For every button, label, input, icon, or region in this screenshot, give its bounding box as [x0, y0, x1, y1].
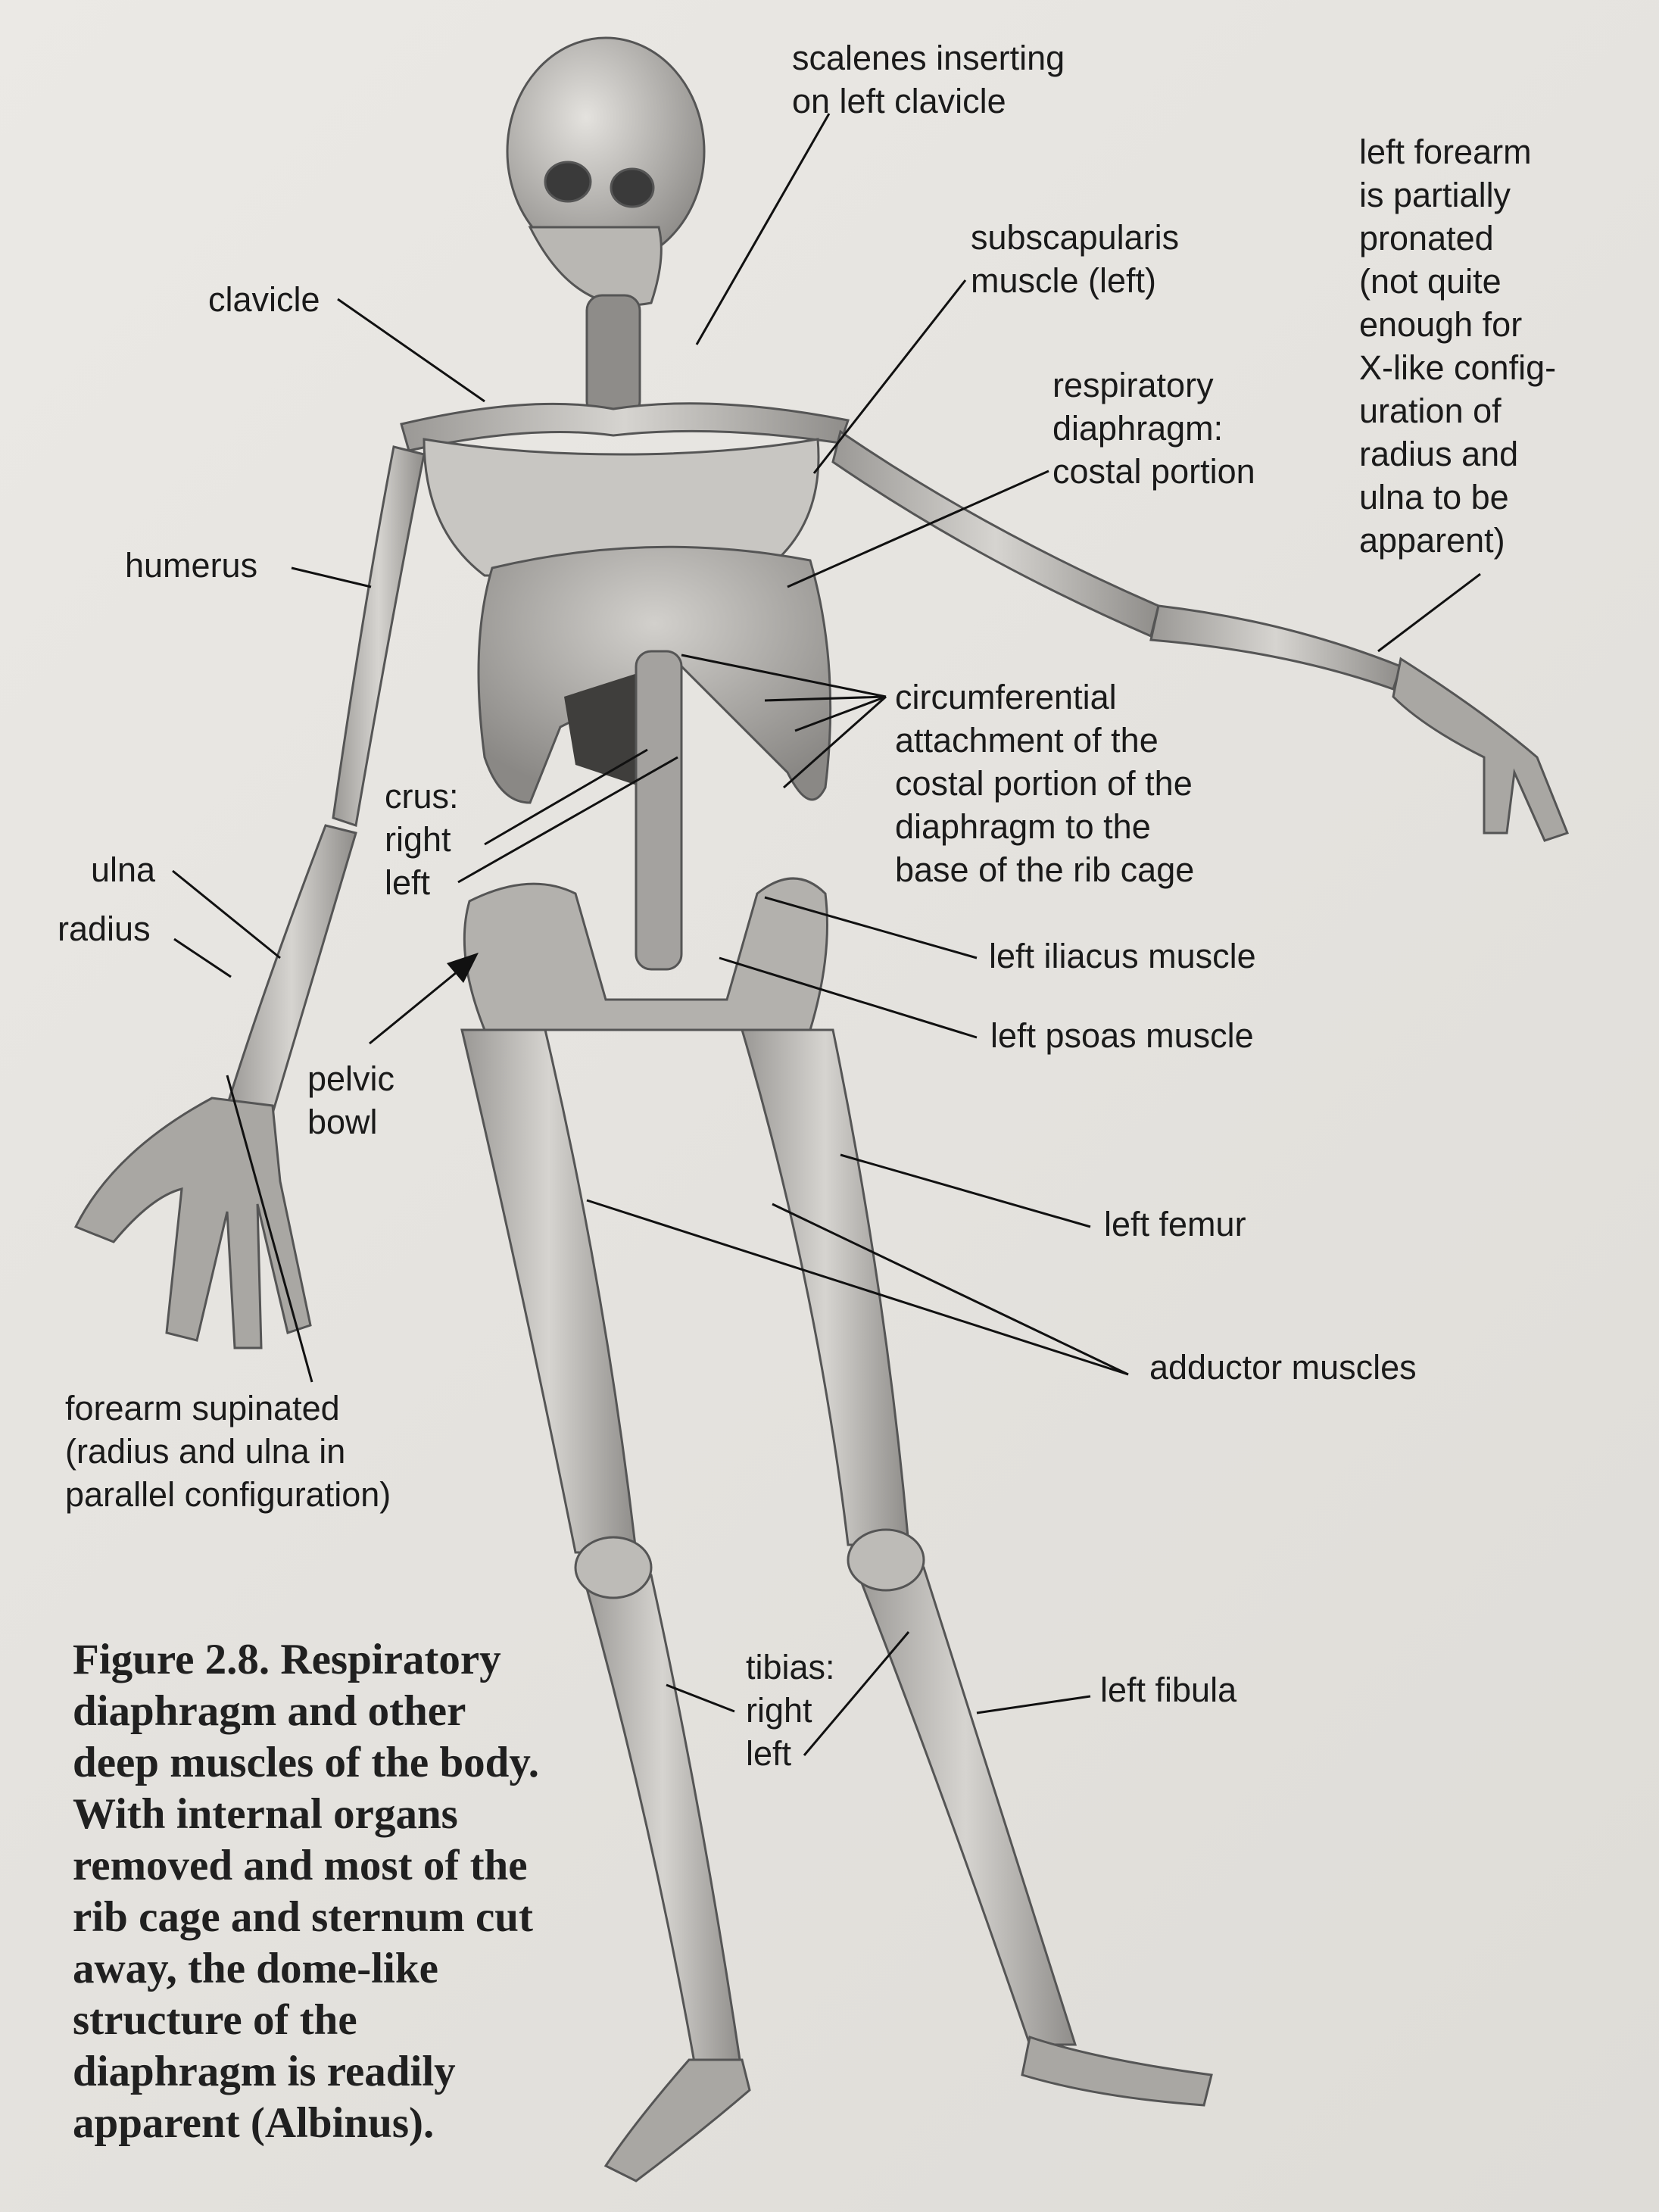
tibia-right-leader — [666, 1683, 735, 1713]
label-subscapularis: subscapularis muscle (left) — [971, 218, 1180, 300]
pelvic-bowl-arrow-line — [369, 960, 470, 1045]
adductor-leader-2 — [772, 1203, 1129, 1376]
right-tibia — [582, 1574, 744, 2076]
orbit-left — [544, 161, 592, 203]
forearm-pronated-leader — [1377, 572, 1481, 653]
circumferential-leader-2 — [764, 695, 887, 702]
label-forearm-supinated: forearm supinated (radius and ulna in pa… — [65, 1389, 391, 1514]
right-humerus — [332, 445, 426, 827]
subscapularis-leader — [812, 279, 967, 474]
left-femur — [740, 1028, 910, 1546]
label-forearm-pronated: left forearm is partially pronated (not … — [1359, 133, 1557, 560]
label-humerus: humerus — [125, 546, 258, 585]
circumferential-leader-1 — [681, 654, 887, 698]
label-tibias: tibias: right left — [746, 1648, 835, 1773]
adductor-leader-1 — [586, 1199, 1129, 1376]
scalenes-leader — [695, 113, 831, 345]
cervical-spine — [585, 294, 641, 418]
leader-lines — [172, 113, 1481, 1756]
diaphragm-costal-leader — [787, 470, 1049, 588]
humerus-leader — [291, 566, 372, 588]
label-ulna: ulna — [91, 850, 156, 889]
label-psoas: left psoas muscle — [990, 1016, 1254, 1055]
label-adductor: adductor muscles — [1149, 1348, 1417, 1387]
label-clavicle: clavicle — [208, 280, 320, 319]
right-femur — [460, 1028, 638, 1554]
crus-left-leader — [457, 756, 678, 884]
label-femur: left femur — [1104, 1205, 1246, 1243]
iliacus-leader — [764, 896, 978, 959]
left-foot — [1021, 2036, 1213, 2107]
ulna-leader — [172, 869, 281, 959]
label-scalenes: scalenes inserting on left clavicle — [792, 39, 1065, 120]
label-diaphragm-costal: respiratory diaphragm: costal portion — [1052, 366, 1255, 491]
body-drawing — [73, 36, 1569, 2182]
femur-leader — [840, 1153, 1091, 1228]
orbit-right — [610, 167, 655, 208]
forearm-supinated-leader — [226, 1075, 313, 1383]
rib-cage — [423, 438, 820, 577]
pelvic-bowl-arrowhead — [447, 953, 479, 983]
clavicle-leader — [337, 298, 485, 403]
pelvis — [463, 877, 828, 1031]
fibula-leader — [976, 1695, 1091, 1714]
right-knee — [574, 1536, 653, 1599]
left-tibia — [853, 1566, 1077, 2046]
left-hand — [1392, 657, 1569, 842]
label-iliacus: left iliacus muscle — [989, 937, 1256, 975]
label-circumferential: circumferential attachment of the costal… — [895, 678, 1195, 889]
psoas-leader — [719, 956, 978, 1039]
label-radius: radius — [58, 909, 151, 948]
right-hand — [73, 1097, 312, 1349]
lumbar-spine — [635, 650, 683, 971]
right-foot — [603, 2058, 751, 2182]
crus-right-leader — [484, 748, 648, 846]
label-crus: crus: right left — [385, 777, 459, 902]
circumferential-leader-3 — [794, 695, 887, 732]
tibia-left-leader — [803, 1631, 910, 1756]
jaw — [528, 226, 663, 307]
label-pelvic-bowl: pelvic bowl — [307, 1059, 395, 1141]
left-knee — [847, 1528, 925, 1592]
left-forearm — [1149, 604, 1402, 691]
label-fibula: left fibula — [1100, 1671, 1237, 1709]
figure-caption: Figure 2.8. Respiratory diaphragm and ot… — [73, 1636, 539, 2147]
circumferential-leader-4 — [783, 695, 887, 789]
radius-leader — [173, 938, 232, 978]
